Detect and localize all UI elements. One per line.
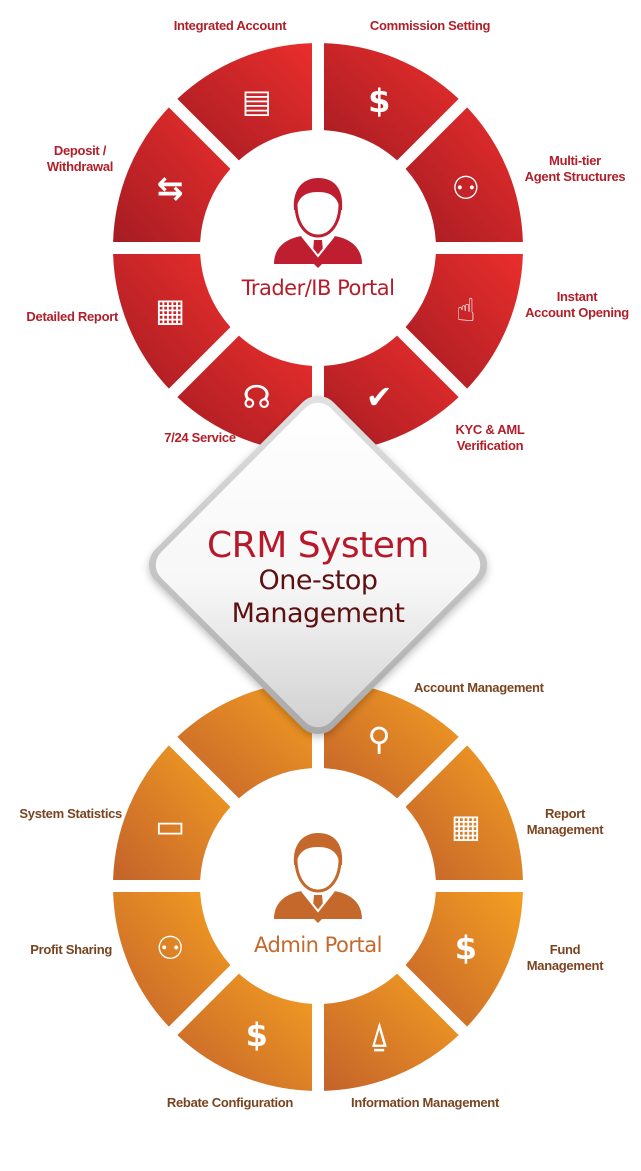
label-line2: Verification bbox=[456, 438, 524, 453]
crm-subtitle-line2: Management bbox=[231, 598, 405, 629]
admin-portal-ring: ⚲ ▦ $ ⍙ $ ⚇ ▭ bbox=[113, 681, 523, 1091]
label-line1: KYC & AML bbox=[455, 422, 525, 437]
admin-portal-title: Admin Portal bbox=[254, 933, 382, 957]
segment-multi-tier bbox=[405, 107, 523, 243]
label-multi-tier: Multi-tier Agent Structures bbox=[510, 153, 640, 185]
laptop-touch-icon: ☝ bbox=[456, 291, 475, 329]
label-line1: Multi-tier bbox=[549, 153, 601, 168]
label-integrated-account: Integrated Account bbox=[173, 18, 287, 33]
segment-detailed-report bbox=[113, 253, 231, 389]
report-search-icon: ▦ bbox=[451, 807, 481, 845]
crm-system-title: CRM System bbox=[207, 525, 429, 566]
label-line1: Report bbox=[544, 806, 586, 821]
segment-blank bbox=[177, 681, 313, 799]
label-detailed-report: Detailed Report bbox=[26, 309, 118, 324]
admin-businessman-icon bbox=[274, 833, 362, 923]
label-profit-sharing: Profit Sharing bbox=[30, 942, 112, 957]
label-information-management: Information Management bbox=[351, 1095, 499, 1110]
antenna-icon: ⍙ bbox=[370, 1016, 389, 1054]
label-line2: Account Opening bbox=[525, 305, 629, 320]
trader-portal-ring: ▤ $ ⚇ ☝ ✔ ☊ ▦ ⇆ bbox=[113, 43, 523, 453]
label-deposit-withdrawal: Deposit / Withdrawal bbox=[30, 143, 130, 175]
segment-fund-management bbox=[405, 891, 523, 1027]
dollar-search-icon: $ bbox=[455, 929, 477, 967]
label-line1: Instant bbox=[556, 289, 598, 304]
segment-724-service bbox=[177, 335, 313, 453]
label-line2: Withdrawal bbox=[46, 159, 114, 174]
label-line1: Fund bbox=[549, 942, 581, 957]
segment-kyc-aml bbox=[323, 335, 459, 453]
user-verify-icon: ✔ bbox=[366, 378, 393, 416]
monitor-stats-icon: ▭ bbox=[155, 807, 185, 845]
dollar-cycle-icon: $ bbox=[368, 82, 390, 120]
segment-rebate-configuration bbox=[177, 973, 313, 1091]
label-report-management: Report Management bbox=[515, 806, 615, 838]
label-account-management: Account Management bbox=[414, 680, 544, 695]
segment-report-management bbox=[405, 745, 523, 881]
dollar-exchange-icon: $ bbox=[246, 1016, 268, 1054]
label-instant-account-opening: Instant Account Opening bbox=[512, 289, 641, 321]
label-line2: Management bbox=[526, 822, 604, 837]
label-724-service: 7/24 Service bbox=[164, 430, 236, 445]
crm-center-diamond bbox=[148, 395, 488, 735]
label-line2: Agent Structures bbox=[524, 169, 626, 184]
profit-share-icon: ⚇ bbox=[156, 929, 185, 967]
segment-commission-setting bbox=[323, 43, 459, 161]
label-line1: Deposit / bbox=[53, 143, 107, 158]
headset-icon: ☊ bbox=[243, 378, 271, 416]
segment-deposit-withdrawal bbox=[113, 107, 231, 243]
segment-profit-sharing bbox=[113, 891, 231, 1027]
segment-account-management bbox=[323, 681, 459, 799]
label-system-statistics: System Statistics bbox=[19, 806, 122, 821]
hierarchy-icon: ⚇ bbox=[451, 169, 480, 207]
label-line2: Management bbox=[526, 958, 604, 973]
segment-integrated-account bbox=[177, 43, 313, 161]
segment-system-statistics bbox=[113, 745, 231, 881]
account-documents-icon: ▤ bbox=[242, 82, 272, 120]
segment-information-management bbox=[323, 973, 459, 1091]
label-kyc-aml: KYC & AML Verification bbox=[435, 422, 545, 454]
trader-portal-title: Trader/IB Portal bbox=[241, 276, 395, 300]
label-rebate-configuration: Rebate Configuration bbox=[166, 1095, 294, 1110]
label-commission-setting: Commission Setting bbox=[369, 18, 491, 33]
transfer-arrows-icon: ⇆ bbox=[157, 169, 184, 207]
crm-subtitle-line1: One-stop bbox=[258, 565, 378, 596]
label-fund-management: Fund Management bbox=[515, 942, 615, 974]
segment-instant-account bbox=[405, 253, 523, 389]
users-search-icon: ⚲ bbox=[368, 720, 391, 758]
trader-businessman-icon bbox=[274, 178, 362, 268]
report-document-icon: ▦ bbox=[155, 291, 185, 329]
